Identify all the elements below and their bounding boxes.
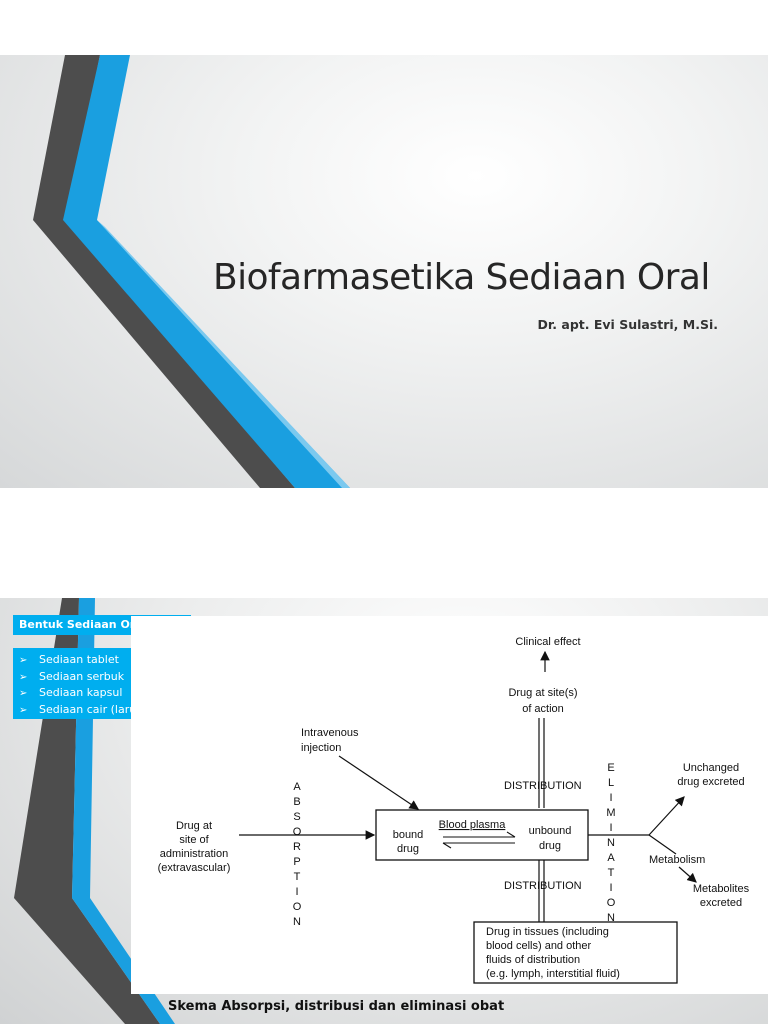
bullet-arrow-icon: ➢: [19, 655, 28, 666]
elimination-letter: O: [607, 897, 616, 909]
elimination-label: E L I M I N A T I O N: [606, 762, 615, 924]
elimination-letter: N: [607, 912, 615, 924]
elimination-letter: I: [609, 882, 612, 894]
absorption-letter: R: [293, 841, 301, 853]
elimination-letter: I: [609, 822, 612, 834]
title-slide: Biofarmasetika Sediaan Oral Dr. apt. Evi…: [0, 55, 768, 488]
site-of-action-line1: Drug at site(s): [508, 687, 577, 699]
adme-diagram: Clinical effect Drug at site(s) of actio…: [131, 616, 768, 994]
distribution-top-label: DISTRIBUTION: [504, 780, 582, 792]
iv-injection-line2: injection: [301, 742, 341, 754]
content-slide: Bentuk Sediaan Oral ➢Sediaan tablet ➢Sed…: [0, 598, 768, 1024]
bullet-arrow-icon: ➢: [19, 704, 28, 716]
tissues-line: blood cells) and other: [486, 940, 592, 952]
absorption-label: A B S O R P T I O N: [293, 781, 302, 928]
elimination-letter: T: [608, 867, 615, 879]
bullet-arrow-icon: ➢: [19, 671, 28, 683]
bound-drug-line1: bound: [393, 829, 424, 841]
blood-plasma-label: Blood plasma: [439, 819, 507, 831]
metabolism-label: Metabolism: [649, 854, 705, 866]
tissues-line: fluids of distribution: [486, 954, 580, 966]
elimination-letter: N: [607, 837, 615, 849]
diagram-caption: Skema Absorpsi, distribusi dan eliminasi…: [168, 999, 505, 1014]
administration-line: administration: [160, 848, 228, 860]
tissues-box: [473, 921, 678, 984]
absorption-letter: O: [293, 901, 302, 913]
list-item-label: Sediaan tablet: [39, 653, 119, 666]
tissues-line: Drug in tissues (including: [486, 926, 609, 938]
list-item-label: Sediaan kapsul: [39, 686, 123, 699]
decorative-stripes: [33, 55, 350, 488]
unbound-drug-line1: unbound: [529, 825, 572, 837]
slide-title: Biofarmasetika Sediaan Oral: [213, 257, 710, 298]
slide-author: Dr. apt. Evi Sulastri, M.Si.: [537, 317, 718, 332]
administration-site-label: Drug at site of administration (extravas…: [158, 820, 231, 874]
list-item-label: Sediaan serbuk: [39, 669, 125, 683]
absorption-letter: P: [293, 856, 300, 868]
list-item: ➢ Sediaan kapsul: [19, 685, 271, 702]
elimination-letter: I: [609, 792, 612, 804]
absorption-letter: S: [293, 811, 300, 823]
distribution-bottom-label: DISTRIBUTION: [504, 880, 582, 892]
bound-drug-line2: drug: [397, 843, 419, 855]
absorption-letter: A: [293, 781, 301, 793]
metabolites-line1: Metabolites: [693, 883, 750, 895]
absorption-letter: I: [295, 886, 298, 898]
unchanged-line1: Unchanged: [683, 762, 739, 774]
unchanged-line2: drug excreted: [677, 776, 744, 788]
list-item: ➢ Sediaan tablet: [19, 652, 271, 669]
unbound-drug-line2: drug: [539, 840, 561, 852]
elimination-letter: A: [607, 852, 615, 864]
metabolites-line2: excreted: [700, 897, 742, 909]
elimination-letter: M: [606, 807, 615, 819]
administration-line: Drug at: [176, 820, 212, 832]
absorption-letter: O: [293, 826, 302, 838]
bullet-arrow-icon: ➢: [19, 688, 28, 699]
list-item: ➢ Sediaan serbuk: [19, 669, 271, 686]
administration-line: site of: [179, 834, 209, 846]
absorption-letter: T: [294, 871, 301, 883]
elimination-letter: E: [607, 762, 614, 774]
clinical-effect-label: Clinical effect: [515, 636, 580, 648]
administration-line: (extravascular): [158, 862, 231, 874]
site-of-action-line2: of action: [522, 703, 564, 715]
absorption-letter: N: [293, 916, 301, 928]
tissues-line: (e.g. lymph, interstitial fluid): [486, 968, 620, 980]
elimination-letter: L: [608, 777, 614, 789]
iv-injection-line1: Intravenous: [301, 727, 359, 739]
absorption-letter: B: [293, 796, 300, 808]
